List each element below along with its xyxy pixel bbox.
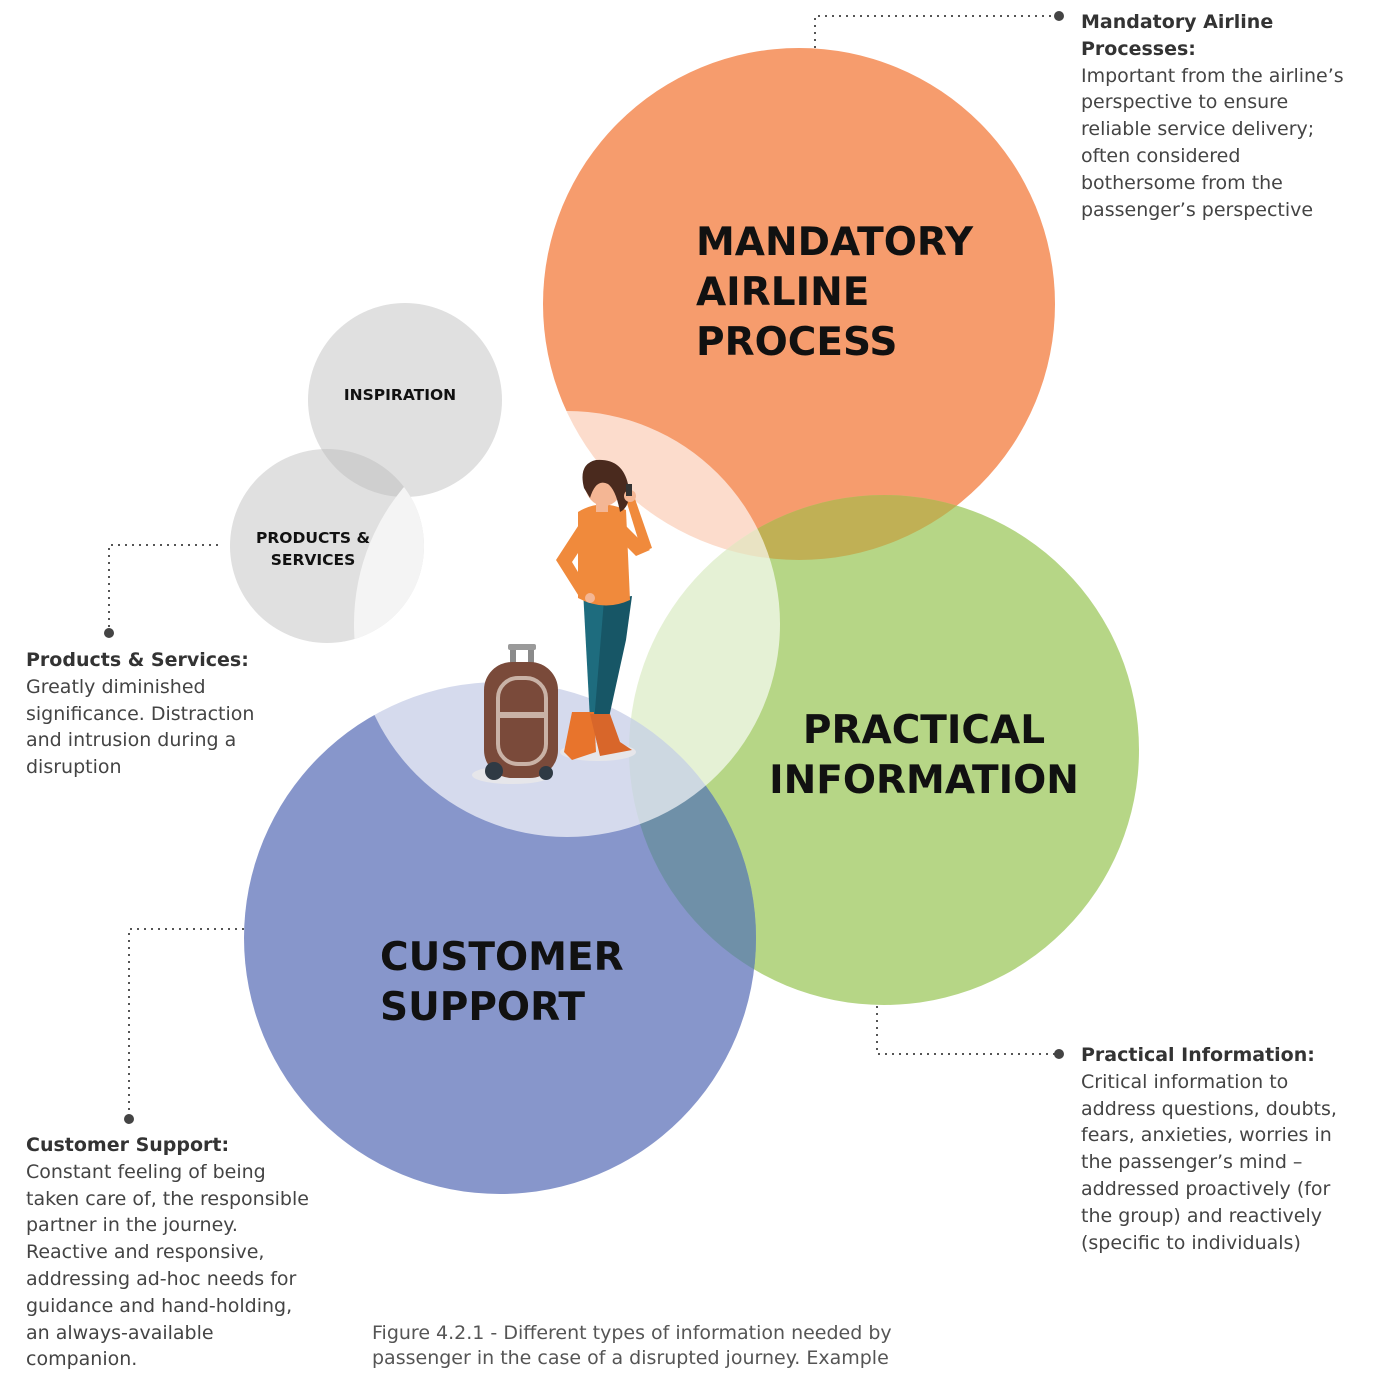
products-label-line-1: PRODUCTS & — [256, 529, 370, 547]
person-figure — [556, 459, 652, 760]
leader-line-customer — [128, 928, 244, 1116]
practical-label-line-1: PRACTICAL — [802, 708, 1046, 753]
products-note-title: Products & Services: — [26, 649, 249, 671]
practical-note-body: Critical information to address question… — [1081, 1070, 1337, 1254]
products-note: Products & Services: Greatly diminished … — [26, 647, 271, 781]
mandatory-label-line-3: PROCESS — [696, 320, 898, 365]
leader-dot-practical — [1054, 1049, 1064, 1059]
products-label-line-2: SERVICES — [270, 551, 356, 569]
mandatory-label-line-1: MANDATORY — [696, 220, 974, 265]
customer-support-label: CUSTOMER SUPPORT — [380, 933, 624, 1033]
suitcase-icon — [484, 644, 558, 780]
mandatory-note-title: Mandatory Airline Processes: — [1081, 11, 1274, 60]
customer-note-title: Customer Support: — [26, 1134, 230, 1156]
leader-line-practical — [876, 1006, 1056, 1055]
practical-information-label: PRACTICAL INFORMATION — [754, 706, 1094, 806]
leader-dot-products — [104, 628, 114, 638]
customer-note: Customer Support: Constant feeling of be… — [26, 1132, 311, 1373]
customer-label-line-2: SUPPORT — [380, 985, 585, 1030]
inspiration-label: INSPIRATION — [343, 386, 457, 404]
practical-note-title: Practical Information: — [1081, 1044, 1315, 1066]
inspiration-circle — [308, 303, 502, 497]
practical-label-line-2: INFORMATION — [769, 758, 1079, 803]
mandatory-label-line-2: AIRLINE — [696, 270, 870, 315]
products-services-label: PRODUCTS & SERVICES — [243, 527, 383, 571]
leader-dot-customer — [124, 1114, 134, 1124]
leader-dot-mandatory — [1054, 11, 1064, 21]
figure-caption: Figure 4.2.1 - Different types of inform… — [372, 1322, 892, 1369]
customer-note-body: Constant feeling of being taken care of,… — [26, 1160, 309, 1371]
leader-line-mandatory — [814, 15, 1056, 48]
mandatory-note-body: Important from the airline’s perspective… — [1081, 64, 1344, 221]
mandatory-airline-process-label: MANDATORY AIRLINE PROCESS — [696, 218, 973, 368]
practical-note: Practical Information: Critical informat… — [1081, 1042, 1356, 1256]
leader-line-products — [108, 544, 218, 630]
mandatory-airline-process-circle — [543, 48, 1055, 560]
center-highlight-circle — [354, 411, 780, 837]
traveller-illustration — [472, 459, 652, 784]
products-note-body: Greatly diminished significance. Distrac… — [26, 675, 255, 779]
mandatory-note: Mandatory Airline Processes: Important f… — [1081, 9, 1351, 223]
customer-label-line-1: CUSTOMER — [380, 935, 624, 980]
